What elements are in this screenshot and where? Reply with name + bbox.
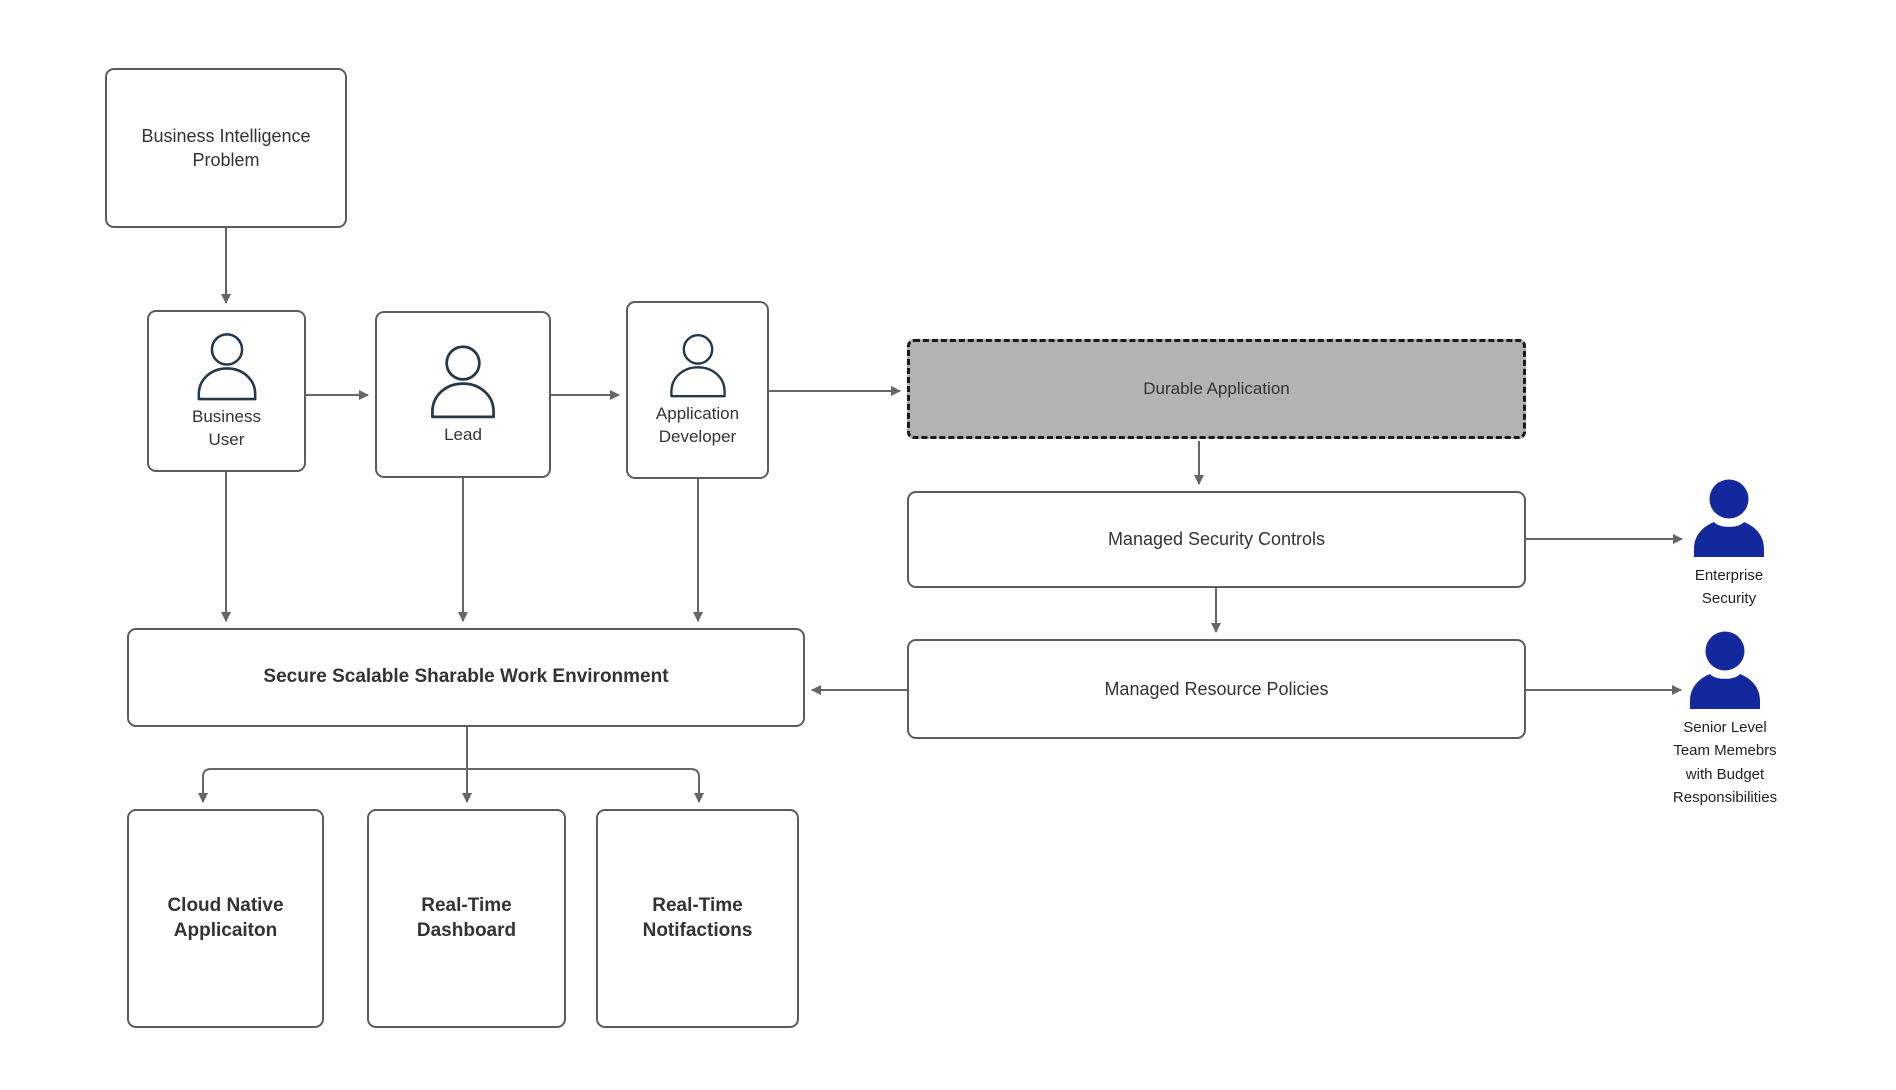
node-application-developer[interactable]: Application Developer	[626, 301, 769, 479]
node-cloud-native-application[interactable]: Cloud Native Applicaiton	[127, 809, 324, 1028]
node-label: Cloud Native Applicaiton	[167, 894, 284, 941]
node-label: Managed Security Controls	[1107, 529, 1326, 550]
node-managed-security-controls[interactable]: Managed Security Controls	[907, 491, 1526, 588]
node-business-user[interactable]: Business User	[147, 310, 306, 472]
node-label: Real-Time Dashboard	[416, 894, 517, 941]
person-solid-icon	[1694, 479, 1764, 557]
person-outline-icon	[197, 333, 256, 401]
node-label: Secure Scalable Sharable Work Environmen…	[263, 666, 669, 688]
node-business-intelligence-problem[interactable]: Business Intelligence Problem	[105, 68, 347, 228]
node-secure-work-environment[interactable]: Secure Scalable Sharable Work Environmen…	[127, 628, 805, 727]
actor-label: Senior Level Team Memebrs with Budget Re…	[1672, 719, 1778, 806]
node-label: Durable Application	[1143, 378, 1290, 398]
person-outline-icon	[669, 334, 726, 398]
node-label: Real-Time Notifactions	[642, 894, 753, 941]
node-label: Business User	[192, 407, 261, 449]
node-realtime-notifications[interactable]: Real-Time Notifactions	[596, 809, 799, 1028]
person-solid-icon	[1690, 631, 1760, 709]
node-managed-resource-policies[interactable]: Managed Resource Policies	[907, 639, 1526, 739]
person-outline-icon	[431, 345, 495, 419]
node-label: Lead	[444, 425, 482, 445]
node-durable-application[interactable]: Durable Application	[907, 339, 1526, 439]
actor-enterprise-security[interactable]: Enterprise Security	[1654, 479, 1804, 611]
actor-senior-team[interactable]: Senior Level Team Memebrs with Budget Re…	[1647, 631, 1803, 809]
node-label: Business Intelligence Problem	[141, 125, 311, 170]
node-label: Managed Resource Policies	[1104, 678, 1329, 699]
node-label: Application Developer	[655, 404, 740, 446]
node-realtime-dashboard[interactable]: Real-Time Dashboard	[367, 809, 566, 1028]
actor-label: Enterprise Security	[1694, 567, 1764, 608]
node-lead[interactable]: Lead	[375, 311, 551, 478]
